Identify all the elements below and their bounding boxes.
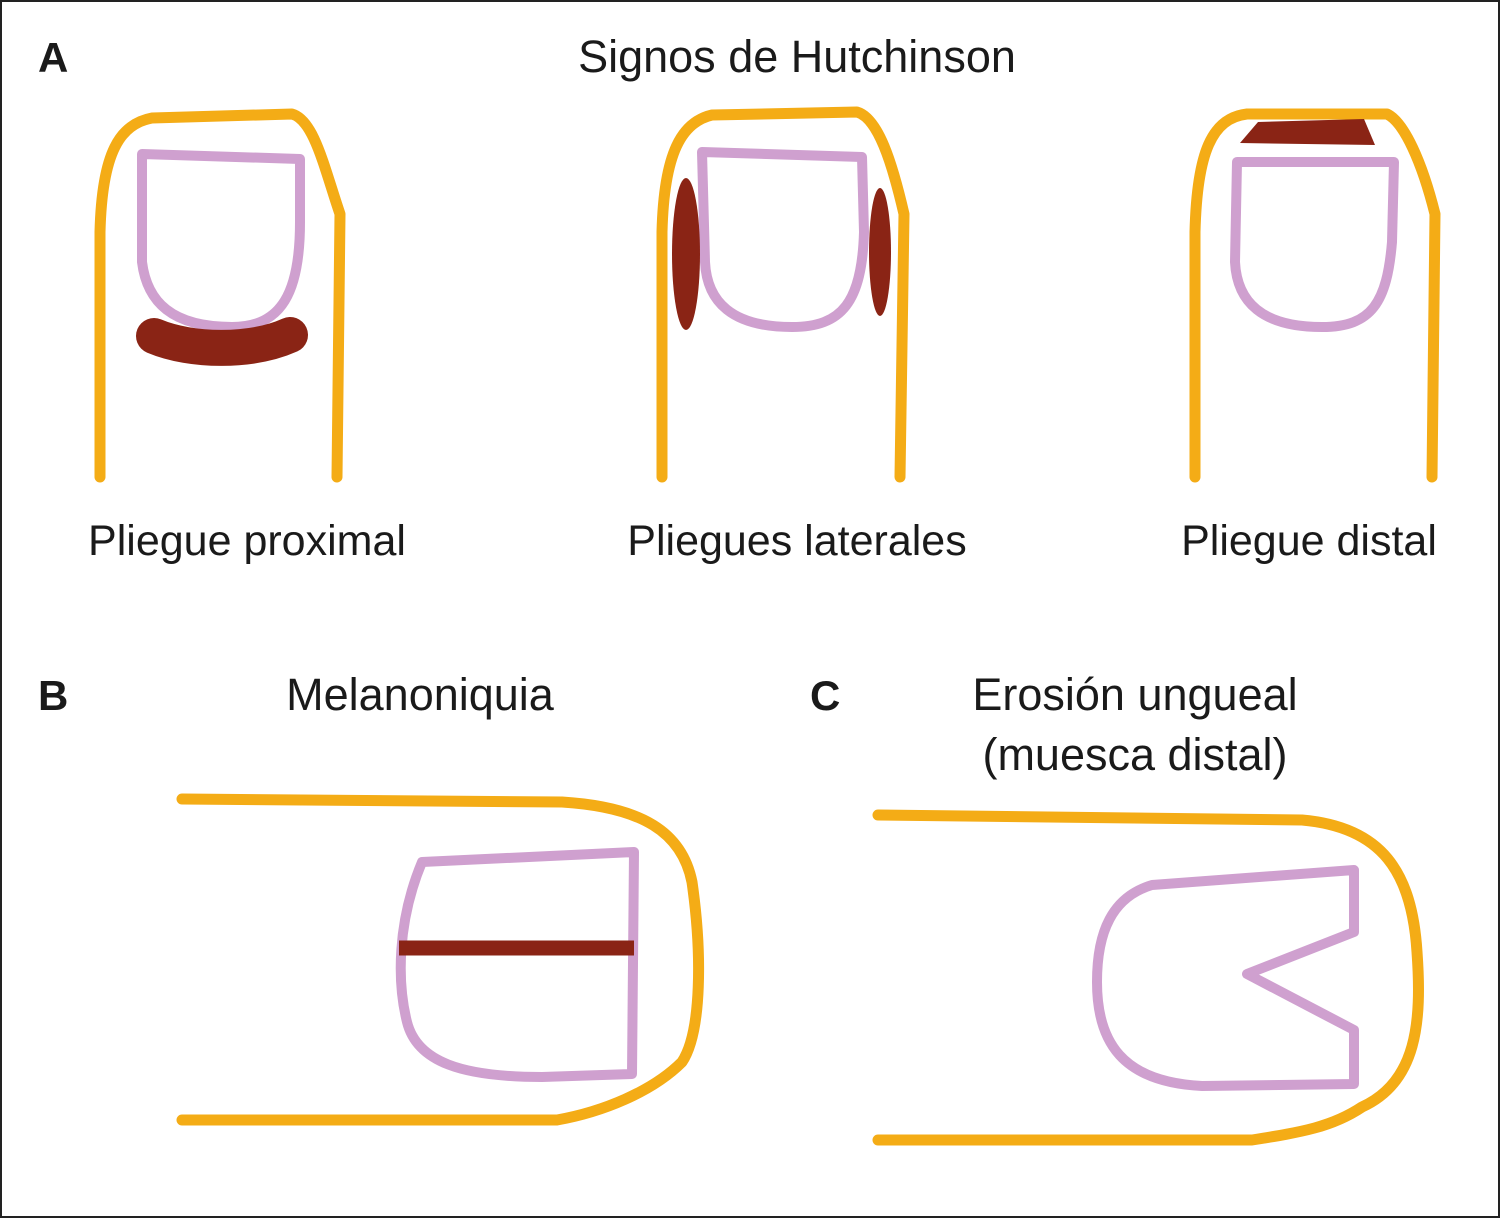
lesion-distal: [1240, 119, 1375, 145]
finger-outline: [94, 108, 346, 483]
finger-melanonychia: [176, 793, 705, 1126]
panel-c-letter: C: [810, 672, 840, 719]
finger-lateral-folds: [656, 106, 910, 483]
finger-distal-fold: [1189, 108, 1441, 483]
nail-outline: [1092, 865, 1359, 1091]
nail-outline: [697, 147, 869, 332]
nail-outline: [137, 149, 305, 332]
finger-proximal-fold: [94, 108, 346, 483]
panel-c-subtitle: (muesca distal): [982, 729, 1287, 780]
nail-outline: [1230, 157, 1399, 332]
panel-a-letter: A: [38, 34, 68, 81]
finger-outline: [176, 793, 705, 1126]
lesion-proximal: [136, 317, 308, 366]
nail-outline: [395, 847, 639, 1082]
finger-outline: [656, 106, 910, 483]
panel-b-title: Melanoniquia: [286, 669, 555, 720]
label-distal: Pliegue distal: [1181, 517, 1437, 565]
lesion-lateral-left: [672, 178, 700, 330]
label-lateral: Pliegues laterales: [627, 517, 966, 565]
panel-b-letter: B: [38, 672, 68, 719]
panel-c-title: Erosión ungueal: [972, 669, 1297, 720]
panel-a-title: Signos de Hutchinson: [578, 31, 1016, 82]
finger-outline: [1189, 108, 1441, 483]
label-proximal: Pliegue proximal: [88, 517, 406, 565]
finger-nail-erosion: [872, 809, 1424, 1146]
lesion-lateral-right: [869, 188, 891, 316]
finger-outline: [872, 809, 1424, 1146]
